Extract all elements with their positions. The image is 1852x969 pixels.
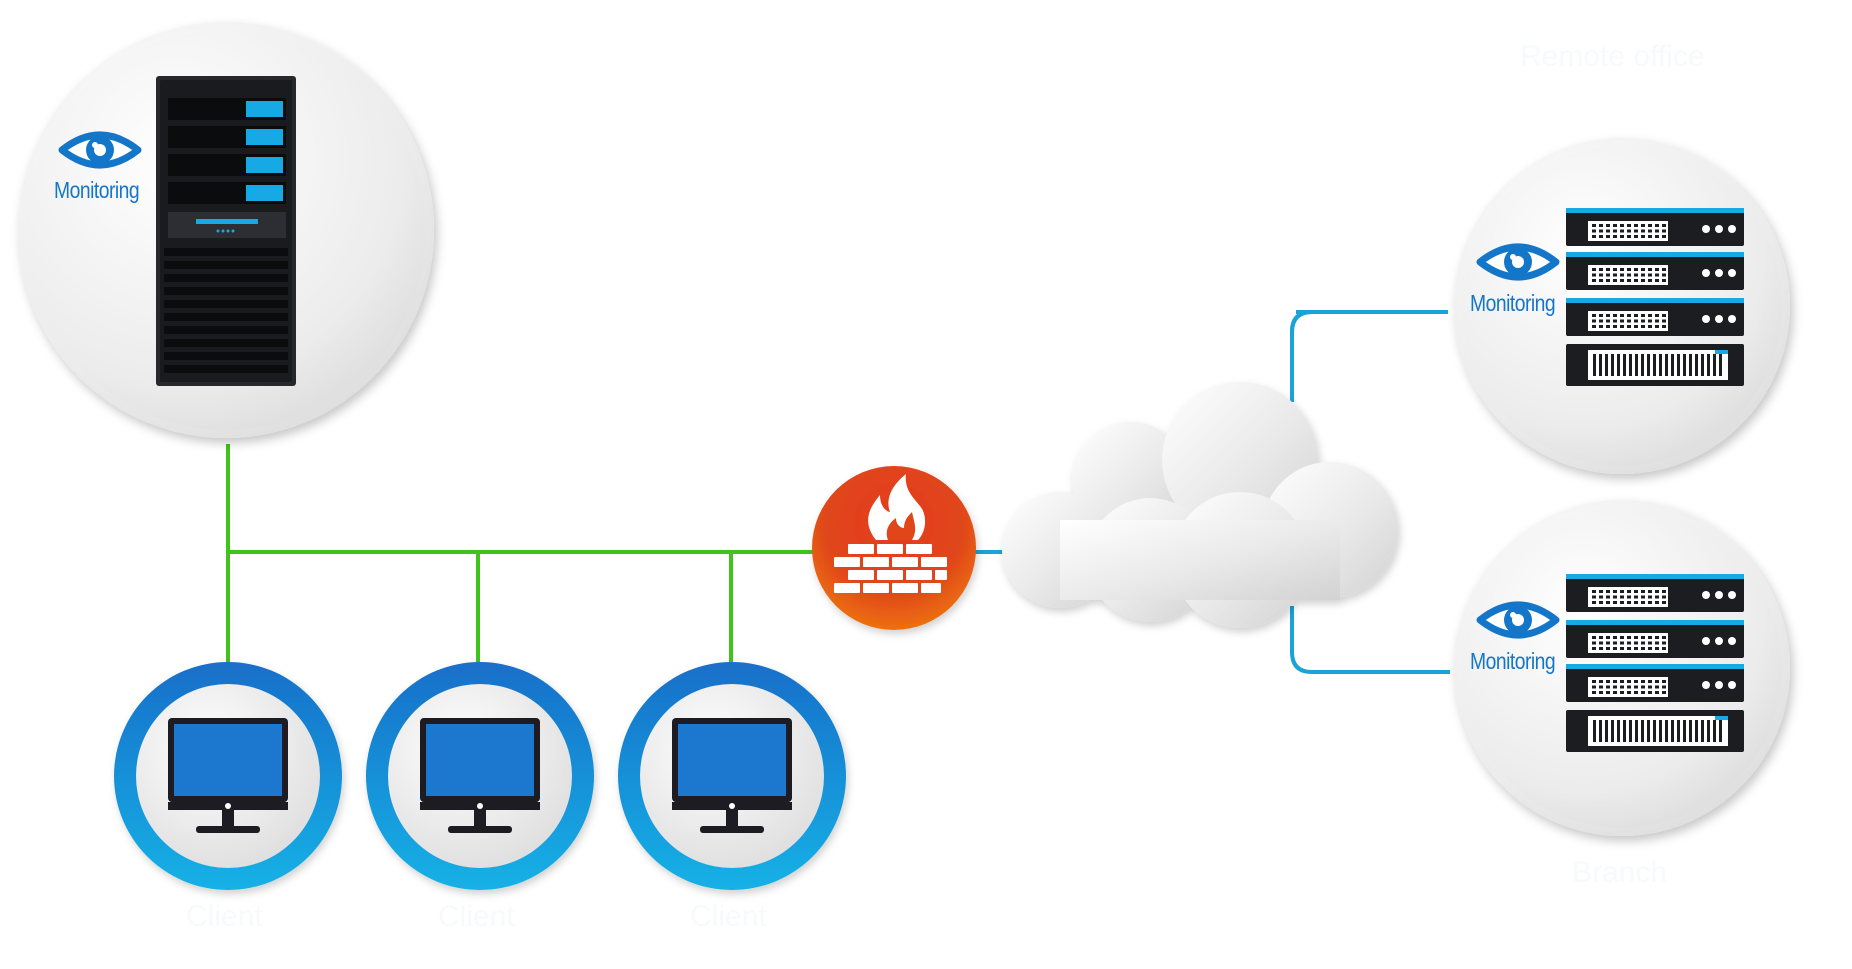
eye-icon: [1480, 247, 1556, 277]
eye-icon: [1480, 605, 1556, 635]
main-server-node[interactable]: [18, 22, 434, 438]
client-node[interactable]: [366, 662, 594, 890]
firewall-node[interactable]: [812, 466, 976, 630]
client-node[interactable]: [114, 662, 342, 890]
monitoring-label: Monitoring: [1470, 290, 1556, 316]
client-node[interactable]: [618, 662, 846, 890]
monitoring-label: Monitoring: [54, 177, 140, 203]
monitoring-label: Monitoring: [1470, 648, 1556, 674]
tower-server-icon: [156, 76, 296, 386]
branch-label: Branch: [1572, 856, 1668, 889]
remote-office-label: Remote office: [1520, 40, 1705, 73]
client-label: Client: [690, 900, 767, 933]
remote-server-top-node[interactable]: [1454, 138, 1790, 474]
eye-icon: [62, 135, 138, 165]
wan-lines: [970, 310, 1450, 674]
client-label: Client: [438, 900, 515, 933]
firewall-icon: [834, 474, 947, 593]
lan-lines: [226, 444, 820, 664]
cloud-icon: [1002, 382, 1398, 628]
client-label: Client: [186, 900, 263, 933]
remote-server-bottom-node[interactable]: [1454, 500, 1790, 836]
